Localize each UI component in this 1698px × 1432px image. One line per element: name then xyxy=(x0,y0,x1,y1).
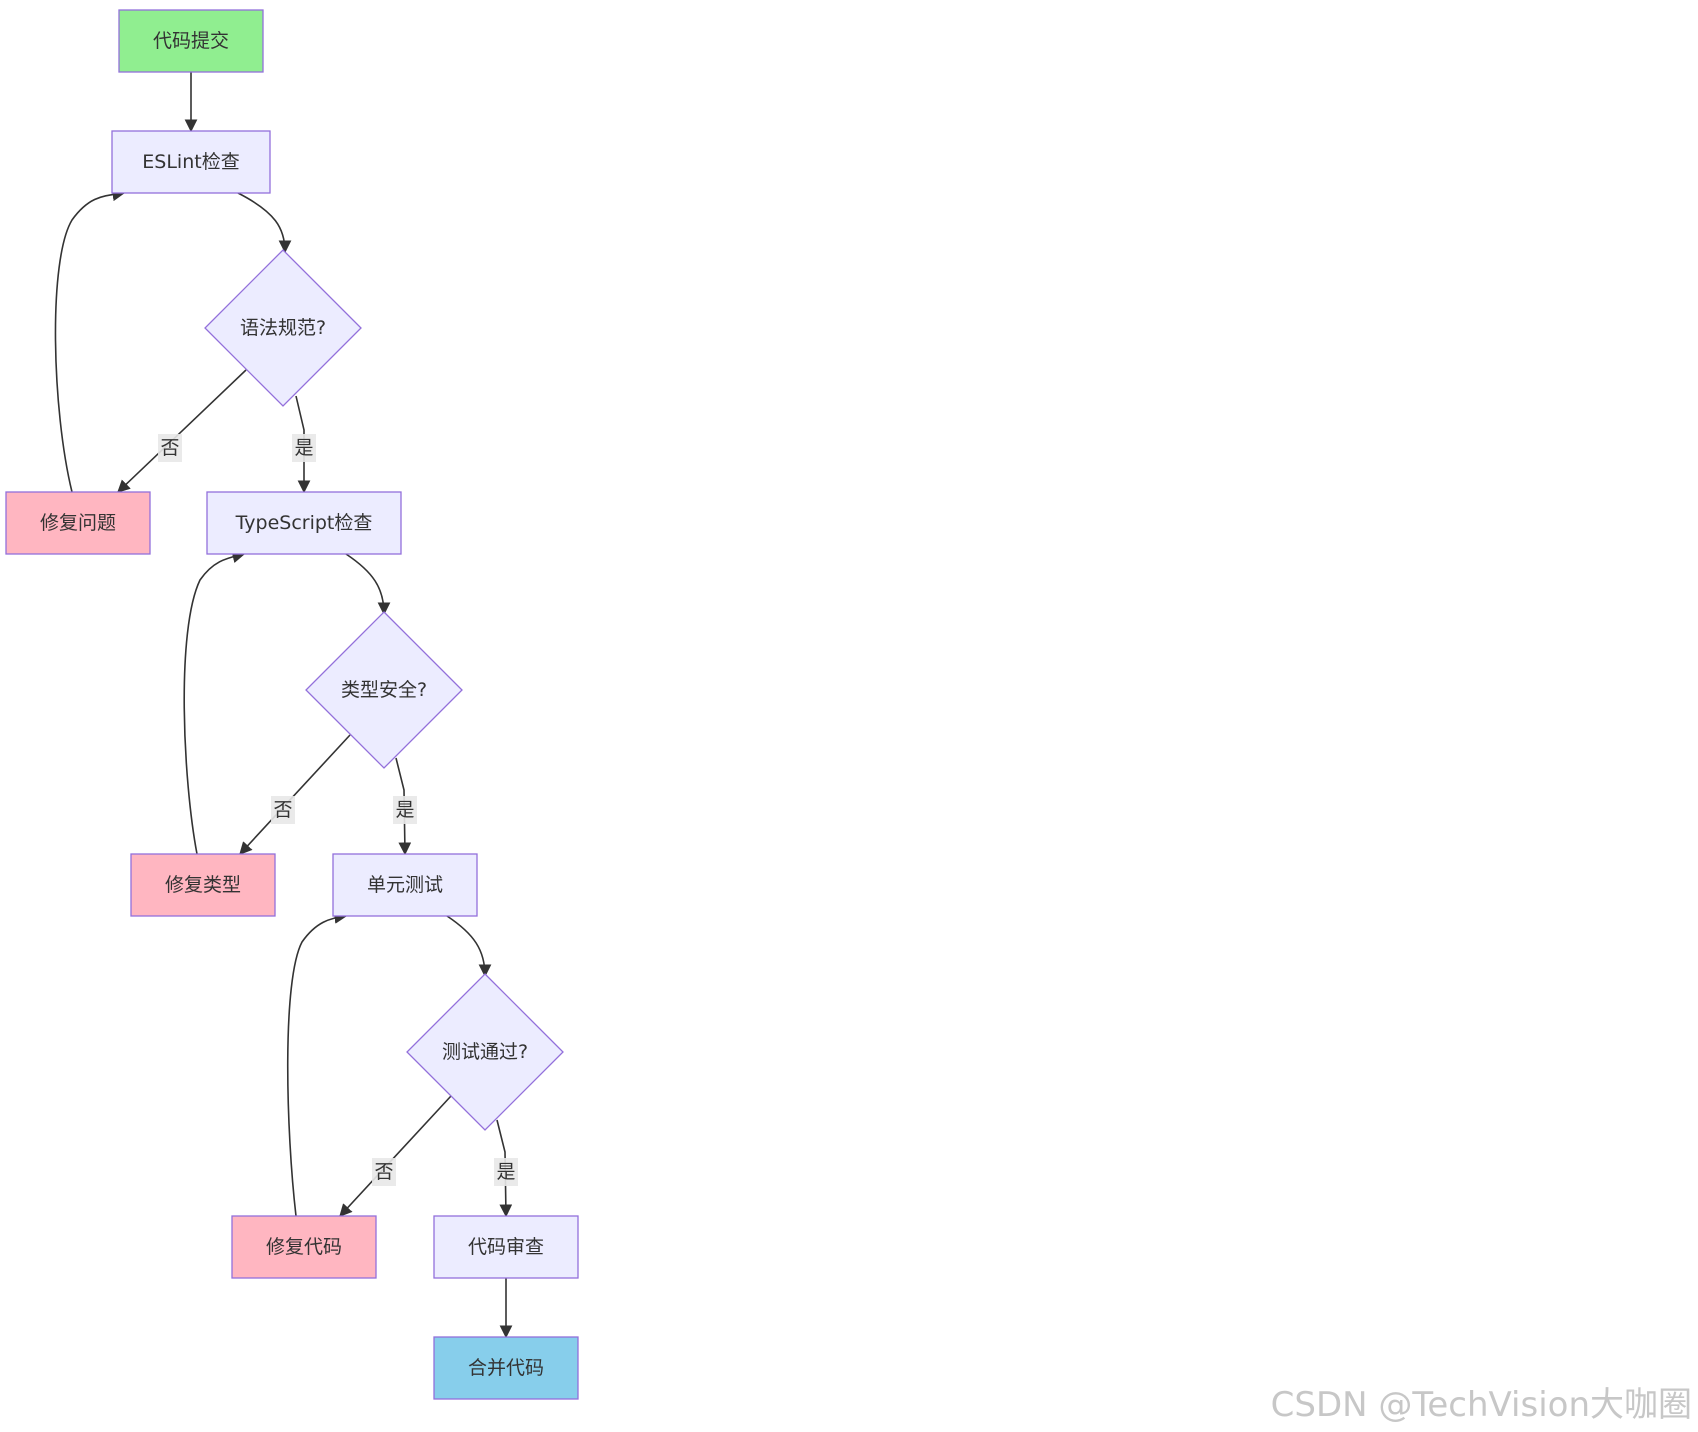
edge-labels-layer: 否是否是否是 xyxy=(158,434,518,1186)
node-test-pass: 测试通过? xyxy=(406,973,564,1131)
edge-type_safe-to-unit_test xyxy=(395,757,412,856)
edge-syntax_ok-to-ts_check xyxy=(295,395,311,494)
edge-label-test_pass-to-code_review: 是 xyxy=(494,1158,518,1186)
decision-diamond xyxy=(204,249,362,407)
edge-label-text: 否 xyxy=(273,799,292,821)
node-label: 修复类型 xyxy=(165,874,241,896)
edge-fix_type-to-ts_check xyxy=(183,550,246,855)
edge-eslint-to-syntax_ok xyxy=(237,192,292,254)
process-box xyxy=(231,1215,377,1279)
node-syntax-ok: 语法规范? xyxy=(204,249,362,407)
node-label: TypeScript检查 xyxy=(235,512,373,534)
process-box xyxy=(5,491,151,555)
edge-fix_issue-to-eslint xyxy=(54,188,126,493)
edge-ts_check-to-type_safe xyxy=(345,553,391,616)
node-label: 语法规范? xyxy=(240,317,326,339)
edge-label-text: 是 xyxy=(496,1161,515,1183)
edge-label-text: 否 xyxy=(374,1161,393,1183)
process-box xyxy=(130,853,276,917)
edge-label-background xyxy=(292,434,316,462)
process-box xyxy=(206,491,402,555)
node-label: ESLint检查 xyxy=(142,151,239,173)
node-label: 代码审查 xyxy=(468,1236,544,1258)
node-commit: 代码提交 xyxy=(118,9,264,73)
edge-label-text: 否 xyxy=(160,437,179,459)
node-label: 代码提交 xyxy=(153,30,229,52)
watermark-text: CSDN @TechVision大咖圈 xyxy=(1271,1385,1692,1425)
node-fix-code: 修复代码 xyxy=(231,1215,377,1279)
node-fix-issue: 修复问题 xyxy=(5,491,151,555)
node-code-review: 代码审查 xyxy=(433,1215,579,1279)
edge-test_pass-to-code_review xyxy=(496,1119,513,1218)
edge-unit_test-to-test_pass xyxy=(446,915,492,978)
process-box xyxy=(433,1215,579,1279)
edge-label-background xyxy=(158,434,182,462)
node-type-safe: 类型安全? xyxy=(305,611,463,769)
decision-diamond xyxy=(305,611,463,769)
edge-label-background xyxy=(372,1158,396,1186)
edge-test_pass-to-fix_code xyxy=(339,1095,452,1217)
node-label: 修复问题 xyxy=(40,512,116,534)
edge-label-type_safe-to-unit_test: 是 xyxy=(393,796,417,824)
node-label: 测试通过? xyxy=(442,1041,528,1063)
edge-label-syntax_ok-to-fix_issue: 否 xyxy=(158,434,182,462)
node-unit-test: 单元测试 xyxy=(332,853,478,917)
process-box xyxy=(111,130,271,194)
node-eslint: ESLint检查 xyxy=(111,130,271,194)
decision-diamond xyxy=(406,973,564,1131)
edge-label-background xyxy=(393,796,417,824)
edges-layer xyxy=(54,72,513,1339)
edge-label-text: 是 xyxy=(294,437,313,459)
edge-label-text: 是 xyxy=(395,799,414,821)
node-merge: 合并代码 xyxy=(433,1336,579,1400)
node-label: 修复代码 xyxy=(266,1236,342,1258)
node-label: 合并代码 xyxy=(468,1357,544,1379)
process-box xyxy=(332,853,478,917)
node-ts-check: TypeScript检查 xyxy=(206,491,402,555)
edge-syntax_ok-to-fix_issue xyxy=(117,369,247,493)
node-label: 类型安全? xyxy=(341,679,427,701)
edge-label-test_pass-to-fix_code: 否 xyxy=(372,1158,396,1186)
edge-fix_code-to-unit_test xyxy=(286,911,348,1217)
edge-label-syntax_ok-to-ts_check: 是 xyxy=(292,434,316,462)
edge-label-background xyxy=(271,796,295,824)
edge-label-background xyxy=(494,1158,518,1186)
edge-label-type_safe-to-fix_type: 否 xyxy=(271,796,295,824)
process-box xyxy=(118,9,264,73)
node-label: 单元测试 xyxy=(367,874,443,896)
process-box xyxy=(433,1336,579,1400)
edge-type_safe-to-fix_type xyxy=(239,734,351,855)
node-fix-type: 修复类型 xyxy=(130,853,276,917)
